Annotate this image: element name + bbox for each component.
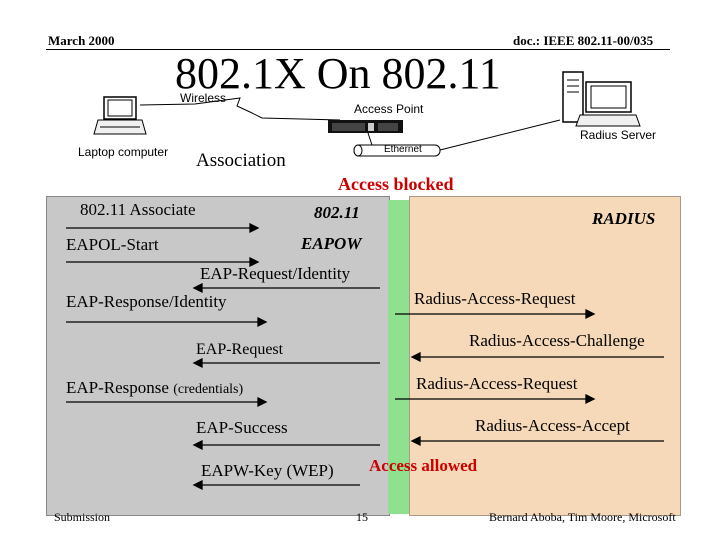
zone-green-bar [388,200,409,514]
msg-eapw-key: EAPW-Key (WEP) [201,461,334,480]
access-allowed-label: Access allowed [369,456,478,475]
msg-eap-response: EAP-Response (credentials) [66,378,243,398]
msg-radius-access-request-2: Radius-Access-Request [416,374,578,393]
slide-title: 802.1X On 802.11 [175,49,501,98]
radius-server-icon [562,71,641,127]
msg-eap-success: EAP-Success [196,418,288,437]
msg-80211-associate: 802.11 Associate [80,200,196,219]
message-arrows [66,222,664,491]
msg-eapol-start: EAPOL-Start [66,235,159,254]
access-point-icon [328,120,403,133]
msg-radius-access-accept: Radius-Access-Accept [475,416,630,435]
zone-radius-label: RADIUS [592,209,656,228]
association-label: Association [196,150,286,171]
msg-eap-request-identity: EAP-Request/Identity [200,264,351,283]
msg-eap-request: EAP-Request [196,341,284,358]
zone-radius [409,196,681,516]
msg-radius-access-challenge: Radius-Access-Challenge [469,331,645,350]
msg-eap-response-note: (credentials) [173,382,244,397]
radius-server-label: Radius Server [580,128,657,142]
header-date: March 2000 [48,33,115,48]
access-point-label: Access Point [354,102,424,116]
msg-eap-response-text: EAP-Response [66,378,169,397]
eapow-label: EAPOW [301,234,362,253]
msg-eap-response-identity: EAP-Response/Identity [66,292,227,311]
footer-submission: Submission [54,510,111,524]
wireless-link-icon [139,97,341,121]
laptop-label: Laptop computer [78,145,169,159]
ethernet-cable-icon [353,119,561,157]
footer-page-number: 15 [356,510,368,524]
zone-80211 [46,196,390,516]
access-blocked-label: Access blocked [338,174,454,194]
ethernet-label: Ethernet [384,144,422,155]
laptop-icon [93,96,147,135]
msg-radius-access-request-1: Radius-Access-Request [414,289,576,308]
footer-authors: Bernard Aboba, Tim Moore, Microsoft [489,510,676,524]
header-doc-id: doc.: IEEE 802.11-00/035 [513,33,654,48]
header-rule [46,49,670,50]
zone-80211-label: 802.11 [314,203,360,222]
